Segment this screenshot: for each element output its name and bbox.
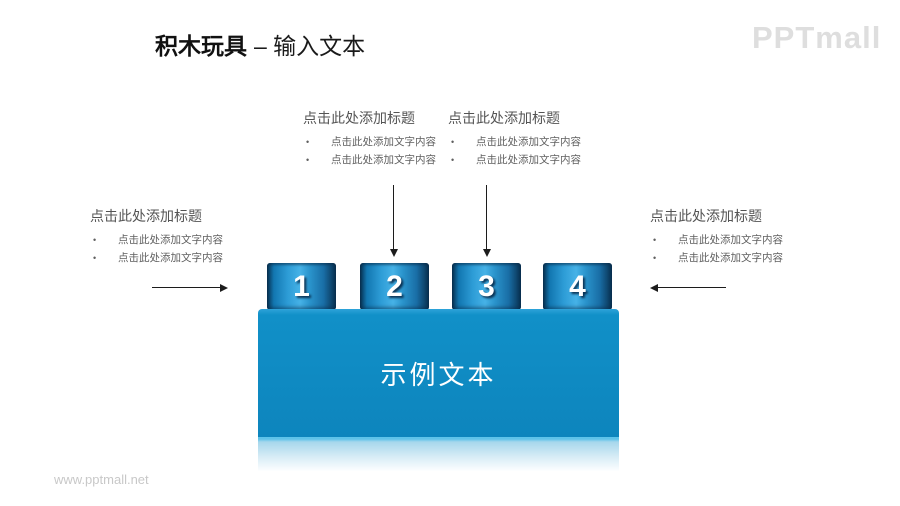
brick-stud-2: 2	[360, 263, 429, 310]
brick-stud-1: 1	[267, 263, 336, 310]
brick-stud-number: 4	[569, 269, 586, 303]
arrow-left-icon	[650, 283, 726, 292]
placeholder-left[interactable]: 点击此处添加标题 • 点击此处添加文字内容 • 点击此处添加文字内容	[90, 206, 223, 265]
placeholder-bullet[interactable]: • 点击此处添加文字内容	[650, 251, 783, 265]
placeholder-bullet[interactable]: • 点击此处添加文字内容	[90, 233, 223, 247]
placeholder-bullet-text: 点击此处添加文字内容	[118, 234, 223, 246]
placeholder-bullet[interactable]: • 点击此处添加文字内容	[650, 233, 783, 247]
brick-stud-3: 3	[452, 263, 521, 310]
brick-stud-number: 2	[386, 269, 403, 303]
placeholder-bullet-text: 点击此处添加文字内容	[476, 154, 581, 166]
bullet-icon: •	[93, 253, 97, 263]
placeholder-bullet-text: 点击此处添加文字内容	[476, 136, 581, 148]
bullet-icon: •	[306, 155, 310, 165]
placeholder-top-left[interactable]: 点击此处添加标题 • 点击此处添加文字内容 • 点击此处添加文字内容	[303, 108, 436, 167]
brick-body-label: 示例文本	[380, 359, 497, 390]
page-title-bold: 积木玩具	[155, 33, 247, 59]
brick-stud-number: 3	[478, 269, 495, 303]
bullet-icon: •	[306, 137, 310, 147]
placeholder-bullet-text: 点击此处添加文字内容	[331, 136, 436, 148]
bullet-icon: •	[451, 137, 455, 147]
placeholder-title[interactable]: 点击此处添加标题	[90, 208, 202, 224]
brick-body[interactable]: 示例文本	[258, 309, 619, 437]
placeholder-bullet[interactable]: • 点击此处添加文字内容	[303, 135, 436, 149]
placeholder-top-right[interactable]: 点击此处添加标题 • 点击此处添加文字内容 • 点击此处添加文字内容	[448, 108, 581, 167]
brick-stud-4: 4	[543, 263, 612, 310]
placeholder-bullet-text: 点击此处添加文字内容	[678, 234, 783, 246]
pptmall-logo: PPTmall	[752, 20, 882, 55]
page-title: 积木玩具 – 输入文本	[155, 27, 365, 61]
placeholder-right[interactable]: 点击此处添加标题 • 点击此处添加文字内容 • 点击此处添加文字内容	[650, 206, 783, 265]
placeholder-bullet[interactable]: • 点击此处添加文字内容	[448, 153, 581, 167]
bullet-icon: •	[93, 235, 97, 245]
arrow-right-icon	[152, 283, 228, 292]
bullet-icon: •	[653, 253, 657, 263]
watermark: www.pptmall.net	[54, 472, 149, 487]
placeholder-bullet[interactable]: • 点击此处添加文字内容	[90, 251, 223, 265]
bullet-icon: •	[653, 235, 657, 245]
placeholder-bullet-text: 点击此处添加文字内容	[331, 154, 436, 166]
arrow-down-icon	[482, 185, 491, 257]
placeholder-bullet[interactable]: • 点击此处添加文字内容	[303, 153, 436, 167]
placeholder-title[interactable]: 点击此处添加标题	[303, 110, 415, 126]
arrow-down-icon	[389, 185, 398, 257]
bullet-icon: •	[451, 155, 455, 165]
placeholder-title[interactable]: 点击此处添加标题	[650, 208, 762, 224]
placeholder-bullet-text: 点击此处添加文字内容	[118, 252, 223, 264]
page-title-rest: – 输入文本	[254, 33, 366, 59]
brick-stud-number: 1	[293, 269, 310, 303]
brick-reflection	[258, 437, 619, 471]
placeholder-bullet[interactable]: • 点击此处添加文字内容	[448, 135, 581, 149]
placeholder-title[interactable]: 点击此处添加标题	[448, 110, 560, 126]
placeholder-bullet-text: 点击此处添加文字内容	[678, 252, 783, 264]
